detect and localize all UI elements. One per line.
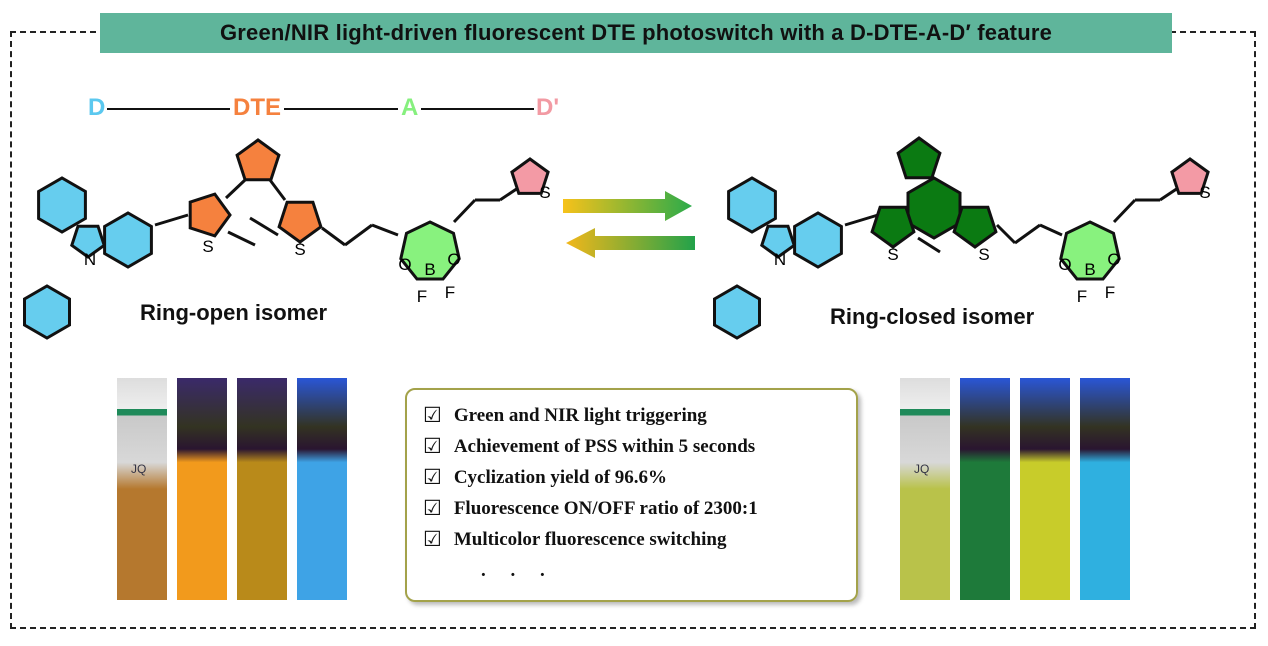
thiophene-ring [952, 205, 998, 249]
central-ring [906, 176, 962, 240]
feature-text: Green and NIR light triggering [453, 404, 707, 426]
atom-f: F [1105, 283, 1115, 302]
atom-f: F [445, 283, 455, 302]
features-box: ☑ Green and NIR light triggering ☑ Achievem… [405, 388, 858, 602]
bond [1014, 223, 1041, 245]
ring-closed-label: Ring-closed isomer [830, 304, 1035, 329]
backward-arrow-icon [566, 228, 695, 258]
bond [499, 186, 519, 202]
atom-o: O [447, 250, 460, 269]
dioxaborinine-ring [399, 220, 461, 281]
carbazole-ring [103, 211, 153, 269]
scheme-line [106, 108, 534, 110]
atom-s: S [539, 183, 550, 202]
atom-s: S [294, 240, 305, 259]
feature-item: ☑ Green and NIR light triggering [423, 400, 856, 431]
atom-o: O [1058, 255, 1071, 274]
bond [844, 213, 879, 227]
atom-n: N [84, 250, 96, 269]
feature-text: Cyclization yield of 96.6% [453, 466, 668, 488]
carbazole-ring [793, 211, 843, 269]
thiophene-ring [1170, 157, 1210, 195]
thiophene-ring [510, 157, 550, 195]
segment-dte: DTE [230, 94, 284, 122]
bond [224, 178, 247, 200]
atom-f: F [417, 287, 427, 306]
forward-arrow-icon [563, 191, 692, 221]
bond [1159, 186, 1179, 202]
atom-o: O [398, 255, 411, 274]
checkbox-icon: ☑ [423, 434, 442, 458]
segment-d: D [86, 94, 108, 122]
phenyl-ring [23, 284, 71, 340]
bond [249, 216, 279, 237]
title-banner: Green/NIR light-driven fluorescent DTE p… [100, 13, 1172, 53]
cyclopentane-ring [896, 136, 942, 180]
bond [227, 230, 256, 247]
bond [452, 198, 477, 224]
checkbox-icon: ☑ [423, 496, 442, 520]
bond [1039, 223, 1063, 237]
bond [917, 236, 941, 254]
atom-o: O [1107, 250, 1120, 269]
atom-s: S [887, 245, 898, 264]
feature-item: ☑ Achievement of PSS within 5 seconds [423, 431, 856, 462]
atom-b: B [1084, 260, 1095, 279]
cyclopentene-ring [235, 138, 281, 182]
closed-vial: JQ [900, 378, 950, 600]
phenyl-ring [713, 284, 761, 340]
atom-s: S [202, 237, 213, 256]
open-vial: JQ [117, 378, 167, 600]
dioxaborinine-ring [1059, 220, 1121, 281]
thiophene-ring [188, 192, 232, 238]
bond [995, 223, 1017, 245]
checkbox-icon: ☑ [423, 527, 442, 551]
feature-text: Achievement of PSS within 5 seconds [453, 435, 756, 457]
bond [371, 223, 399, 237]
bond [344, 223, 373, 247]
features-more: . . . [481, 559, 555, 581]
segment-a: A [398, 94, 422, 122]
checkbox-icon: ☑ [423, 403, 442, 427]
thiophene-ring [277, 200, 323, 244]
bond [1112, 198, 1137, 224]
carbazole-ring [37, 176, 87, 234]
vial-label: JQ [914, 462, 930, 476]
open-vial [237, 378, 287, 600]
bond [154, 213, 189, 227]
feature-item: ☑ Multicolor fluorescence switching [423, 524, 856, 555]
bond [268, 179, 287, 201]
atom-f: F [1077, 287, 1087, 306]
closed-vial [1080, 378, 1130, 600]
open-vial [297, 378, 347, 600]
closed-vial [960, 378, 1010, 600]
open-vial [177, 378, 227, 600]
bond [321, 226, 346, 247]
segment-d-prime: D' [534, 94, 562, 122]
atom-n: N [774, 250, 786, 269]
atom-s: S [978, 245, 989, 264]
feature-text: Fluorescence ON/OFF ratio of 2300:1 [453, 497, 758, 519]
atom-b: B [424, 260, 435, 279]
closed-vial [1020, 378, 1070, 600]
vial-label: JQ [131, 462, 147, 476]
ring-open-label: Ring-open isomer [140, 300, 328, 325]
checkbox-icon: ☑ [423, 465, 442, 489]
atom-s: S [1199, 183, 1210, 202]
feature-item: ☑ Cyclization yield of 96.6% [423, 462, 856, 493]
carbazole-ring [727, 176, 777, 234]
feature-text: Multicolor fluorescence switching [453, 528, 727, 550]
feature-item: ☑ Fluorescence ON/OFF ratio of 2300:1 [423, 493, 856, 524]
thiophene-ring [870, 205, 916, 249]
